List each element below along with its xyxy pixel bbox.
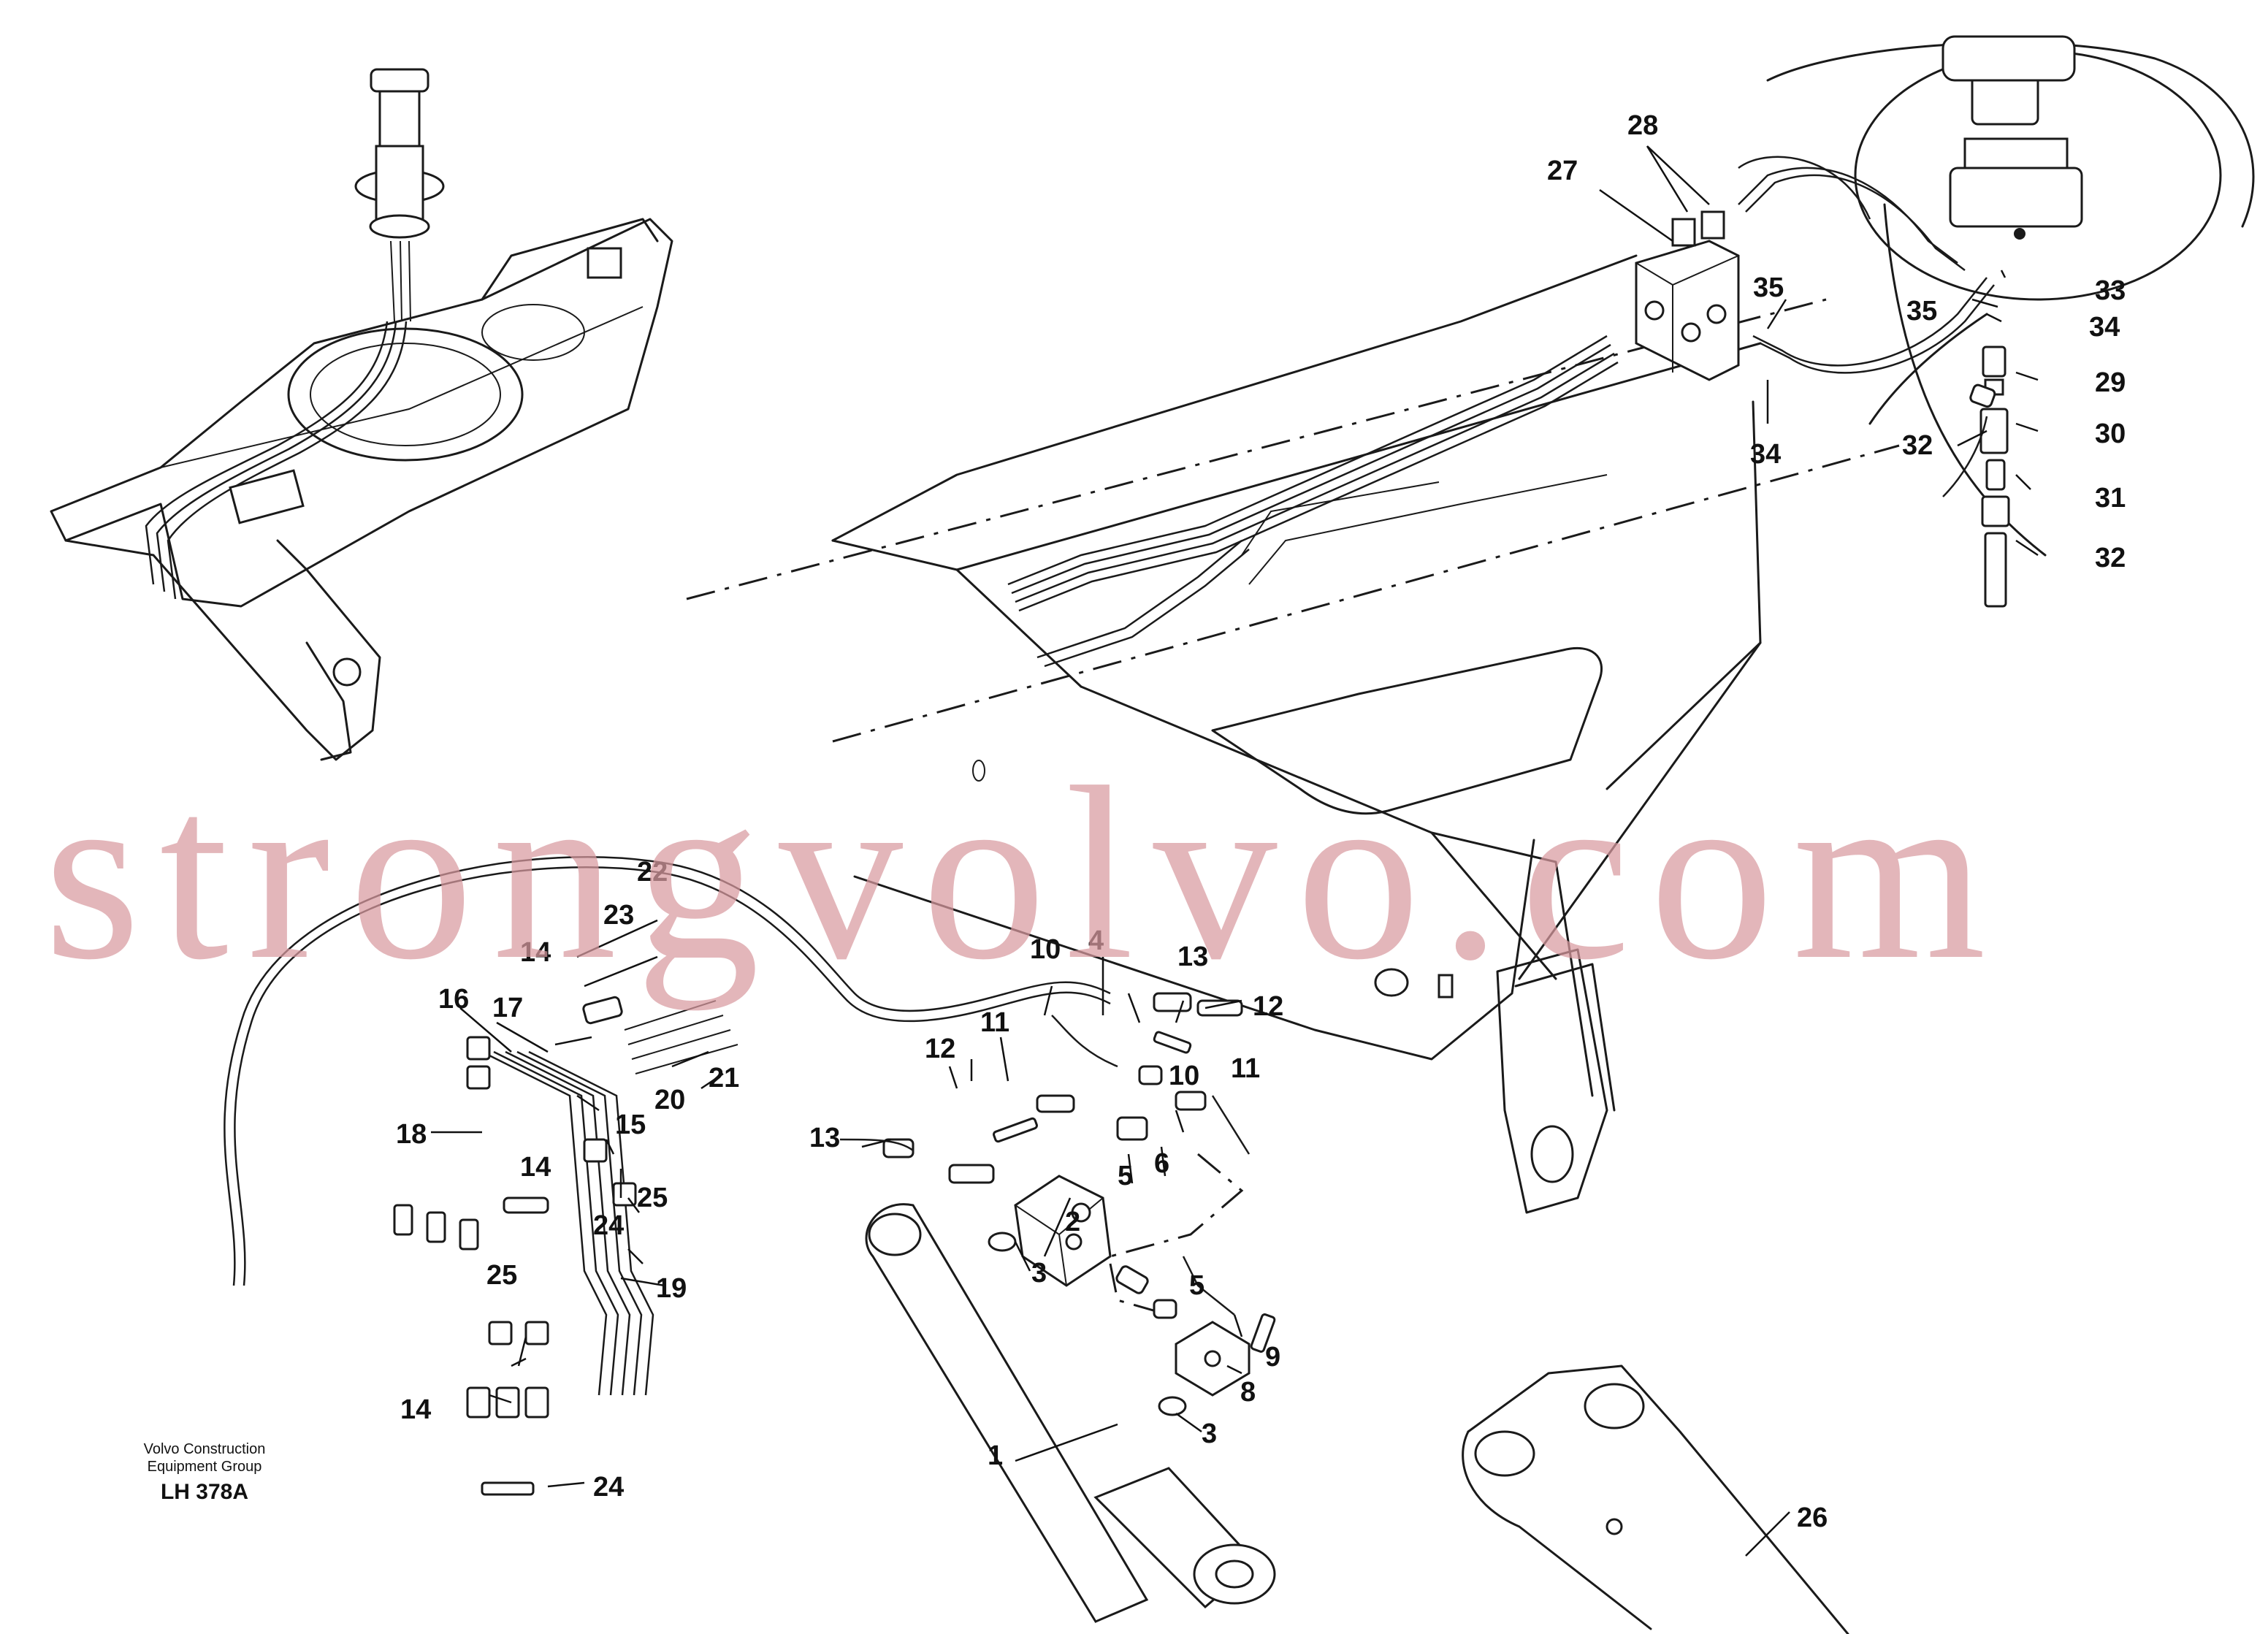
callout-11a: 11	[980, 1007, 1009, 1038]
boom-cylinder-assembly	[839, 992, 1276, 1623]
callout-5b: 5	[1189, 1270, 1204, 1301]
callout-11b: 11	[1231, 1053, 1260, 1084]
callout-17: 17	[492, 993, 523, 1023]
hose-runs	[1007, 156, 1995, 668]
upper-frame-outline	[686, 254, 1900, 1214]
caption-block: Volvo Construction Equipment Group LH 37…	[102, 1440, 307, 1505]
callout-12a: 12	[925, 1034, 955, 1064]
drawing-code: LH 378A	[160, 1480, 249, 1504]
caption-line-1: Volvo Construction	[143, 1441, 266, 1457]
callout-33: 33	[2095, 275, 2126, 306]
callout-16: 16	[438, 984, 469, 1015]
callout-13a: 13	[809, 1123, 840, 1153]
callout-3a: 3	[1031, 1258, 1047, 1289]
callout-26: 26	[1797, 1503, 1828, 1533]
callout-34a: 34	[1750, 439, 1781, 470]
callout-30: 30	[2095, 419, 2126, 449]
callout-3b: 3	[1202, 1419, 1217, 1449]
callout-35a: 35	[1753, 272, 1784, 303]
callout-19: 19	[656, 1273, 687, 1304]
callout-21: 21	[709, 1063, 739, 1093]
callout-32b: 32	[2095, 543, 2126, 573]
valve-block-27	[1635, 210, 1740, 381]
callout-15: 15	[615, 1110, 646, 1140]
callout-23: 23	[603, 900, 634, 931]
callout-13b: 13	[1177, 942, 1208, 972]
callout-4: 4	[1088, 925, 1104, 956]
callout-34b: 34	[2089, 312, 2120, 343]
pilot-hose-bundle	[224, 856, 1111, 1496]
callout-18: 18	[396, 1119, 427, 1150]
fittings-column-29-32	[1942, 345, 2010, 608]
callout-31: 31	[2095, 483, 2126, 514]
overview-upper-frame-sketch	[50, 68, 673, 761]
leader-lines	[431, 145, 2039, 1557]
callout-5a: 5	[1118, 1161, 1133, 1191]
callout-29: 29	[2095, 367, 2126, 398]
callout-24a: 24	[593, 1210, 624, 1241]
callout-32a: 32	[1902, 430, 1933, 461]
swivel-assembly	[1766, 35, 2255, 557]
callout-27: 27	[1547, 156, 1578, 186]
boom-outline	[1462, 1364, 1849, 1634]
callout-10a: 10	[1030, 934, 1061, 965]
callout-25a: 25	[637, 1183, 668, 1213]
callout-10b: 10	[1169, 1061, 1199, 1091]
callout-28: 28	[1627, 110, 1658, 141]
callout-20: 20	[654, 1085, 685, 1115]
callout-22: 22	[637, 857, 668, 887]
callout-9: 9	[1265, 1342, 1280, 1373]
callout-14a: 14	[520, 937, 551, 968]
callout-6: 6	[1154, 1148, 1169, 1179]
callout-14b: 14	[520, 1152, 551, 1183]
callout-12b: 12	[1253, 991, 1283, 1022]
callout-numbers: 1 2 3 3 4 5 5 6 8 9 10 10 11 11 12 12 13…	[396, 110, 2126, 1533]
callout-35b: 35	[1906, 296, 1937, 327]
callout-2: 2	[1065, 1207, 1080, 1237]
callout-24b: 24	[593, 1472, 624, 1503]
caption-line-2: Equipment Group	[147, 1459, 262, 1475]
callout-14c: 14	[400, 1394, 431, 1425]
callout-25b: 25	[486, 1260, 517, 1291]
callout-1: 1	[988, 1440, 1003, 1471]
callout-8: 8	[1240, 1377, 1256, 1408]
